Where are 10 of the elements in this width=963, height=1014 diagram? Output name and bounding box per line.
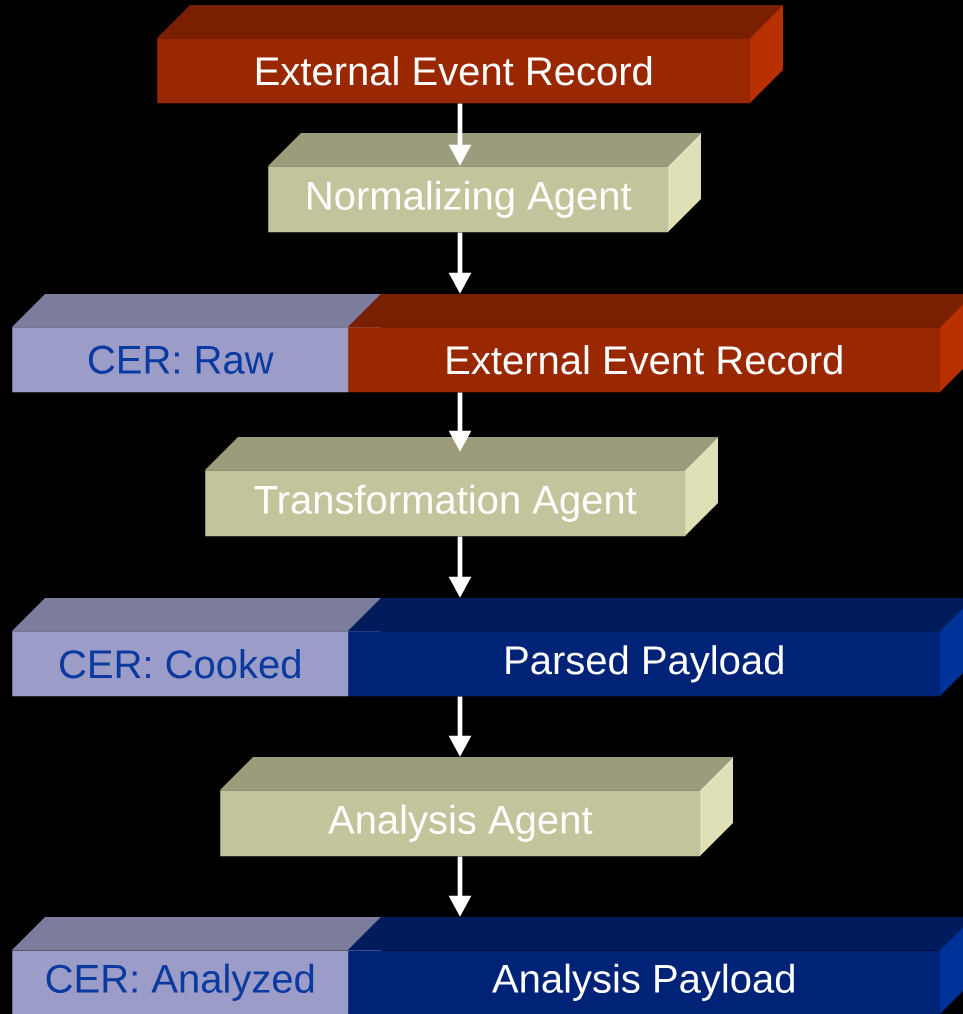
record-block: External Event Record [348,294,963,393]
payload-block: Analysis Payload [348,917,963,1014]
agent-block: Analysis Agent [220,757,733,857]
label-block: CER: Raw [12,294,381,393]
agent-block: Normalizing Agent [268,133,701,233]
payload-block: Parsed Payload [348,598,963,697]
label-block: CER: Cooked [12,598,381,697]
record-block: External Event Record [157,5,783,104]
label-block: CER: Analyzed [12,917,381,1014]
agent-block: Transformation Agent [205,437,718,537]
